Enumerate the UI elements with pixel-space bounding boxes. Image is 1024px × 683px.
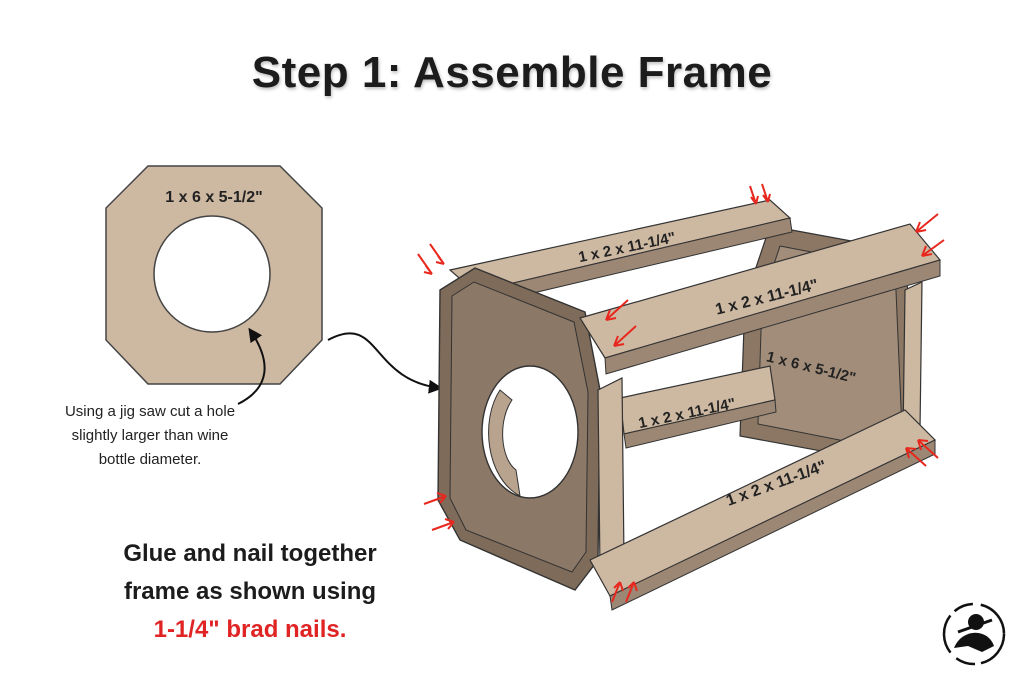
nail-arrow-icon [611,581,624,603]
hole-pointer-arrow [237,327,266,405]
page-title: Step 1: Assemble Frame [251,48,773,97]
nail-arrow-icon [921,239,945,257]
nail-arrow-icon [605,299,629,321]
nail-arrow-icon [417,253,433,275]
woodworker-logo-icon [942,602,1006,666]
frame-drawing: 1 x 6 x 5-1/2" 1 x 2 x 11-1/4" 1 x 2 x 1… [437,199,942,611]
hole-note-line: bottle diameter. [98,451,202,468]
instructions-line: Glue and nail together [123,540,377,567]
assembly-instructions: Glue and nail together frame as shown us… [90,535,410,649]
instructions-highlight: 1-1/4" brad nails. [153,616,347,643]
nail-arrow-icon [625,581,638,603]
nail-arrow-icon [749,185,759,205]
nail-arrow-icon [905,447,927,467]
nail-arrow-icon [429,243,445,265]
nail-arrow-icon [761,183,771,203]
end-panel-drawing: 1 x 6 x 5-1/2" [105,165,323,385]
hole-note-line: slightly larger than wine [71,427,229,444]
nail-arrows [417,183,945,603]
nail-arrow-icon [431,518,455,531]
nail-arrow-icon [917,439,939,459]
hole-note-line: Using a jig saw cut a hole [64,403,236,420]
panel-to-frame-arrow [327,332,443,394]
instructions-line: frame as shown using [123,578,377,605]
hole-cut-note: Using a jig saw cut a hole slightly larg… [30,400,270,472]
nail-arrow-icon [613,325,637,347]
nail-arrow-icon [423,492,447,505]
nail-arrow-icon [915,213,939,233]
panel-label: 1 x 6 x 5-1/2" [165,189,262,206]
panel-hole [153,215,271,333]
